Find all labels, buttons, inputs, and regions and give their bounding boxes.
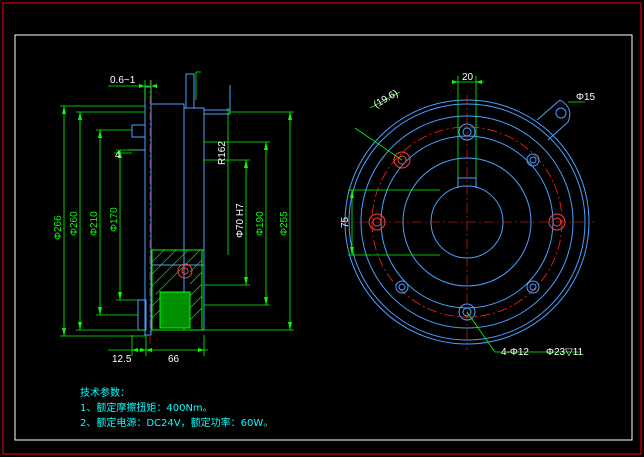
front-view: 20 (19.6) Φ15 75 4-Φ12 Φ23▽11: [340, 72, 596, 358]
dim-gap: 0.6~1: [110, 75, 136, 86]
section-view: 0.6~1 4 Φ266 Φ260 Φ210 Φ170 R162 Φ70 H7 …: [53, 71, 294, 365]
keyed-ring: [131, 124, 146, 138]
pin-top: [185, 73, 195, 109]
notes-line-2: 2、额定电源：DC24V，额定功率：60W。: [80, 416, 273, 429]
dim-pin: Φ15: [576, 92, 596, 103]
notes-title: 技术参数：: [80, 386, 130, 399]
coil-hatch: [151, 249, 203, 331]
dim-left-len: 12.5: [112, 354, 132, 365]
dim-chamfer: 4: [115, 150, 121, 161]
dim-bore: Φ70 H7: [235, 203, 246, 238]
dim-dia-255: Φ255: [279, 211, 290, 236]
notes-line-1: 1、额定摩擦扭矩：400Nm。: [80, 401, 213, 414]
dim-width: 66: [168, 354, 180, 365]
technical-notes: 技术参数： 1、额定摩擦扭矩：400Nm。 2、额定电源：DC24V，额定功率：…: [80, 386, 273, 429]
hub-step: [203, 109, 231, 115]
dim-dia-210: Φ210: [89, 211, 100, 236]
dim-dia-170: Φ170: [109, 207, 120, 232]
dim-dia-190: Φ190: [255, 211, 266, 236]
keyway: [457, 177, 477, 188]
dim-counterbore: Φ23▽11: [546, 347, 584, 358]
dim-dia-260: Φ260: [69, 211, 80, 236]
lug-tab: [536, 99, 571, 141]
dim-dia-266: Φ266: [53, 215, 64, 240]
dim-angle: (19.6): [372, 88, 400, 111]
inner-frame: [14, 34, 633, 441]
bolt-holes: [368, 123, 566, 321]
dim-height: 75: [340, 216, 351, 228]
dim-width-20: 20: [462, 72, 474, 83]
dim-radius: R162: [217, 141, 228, 165]
dim-holes: 4-Φ12: [501, 347, 529, 358]
